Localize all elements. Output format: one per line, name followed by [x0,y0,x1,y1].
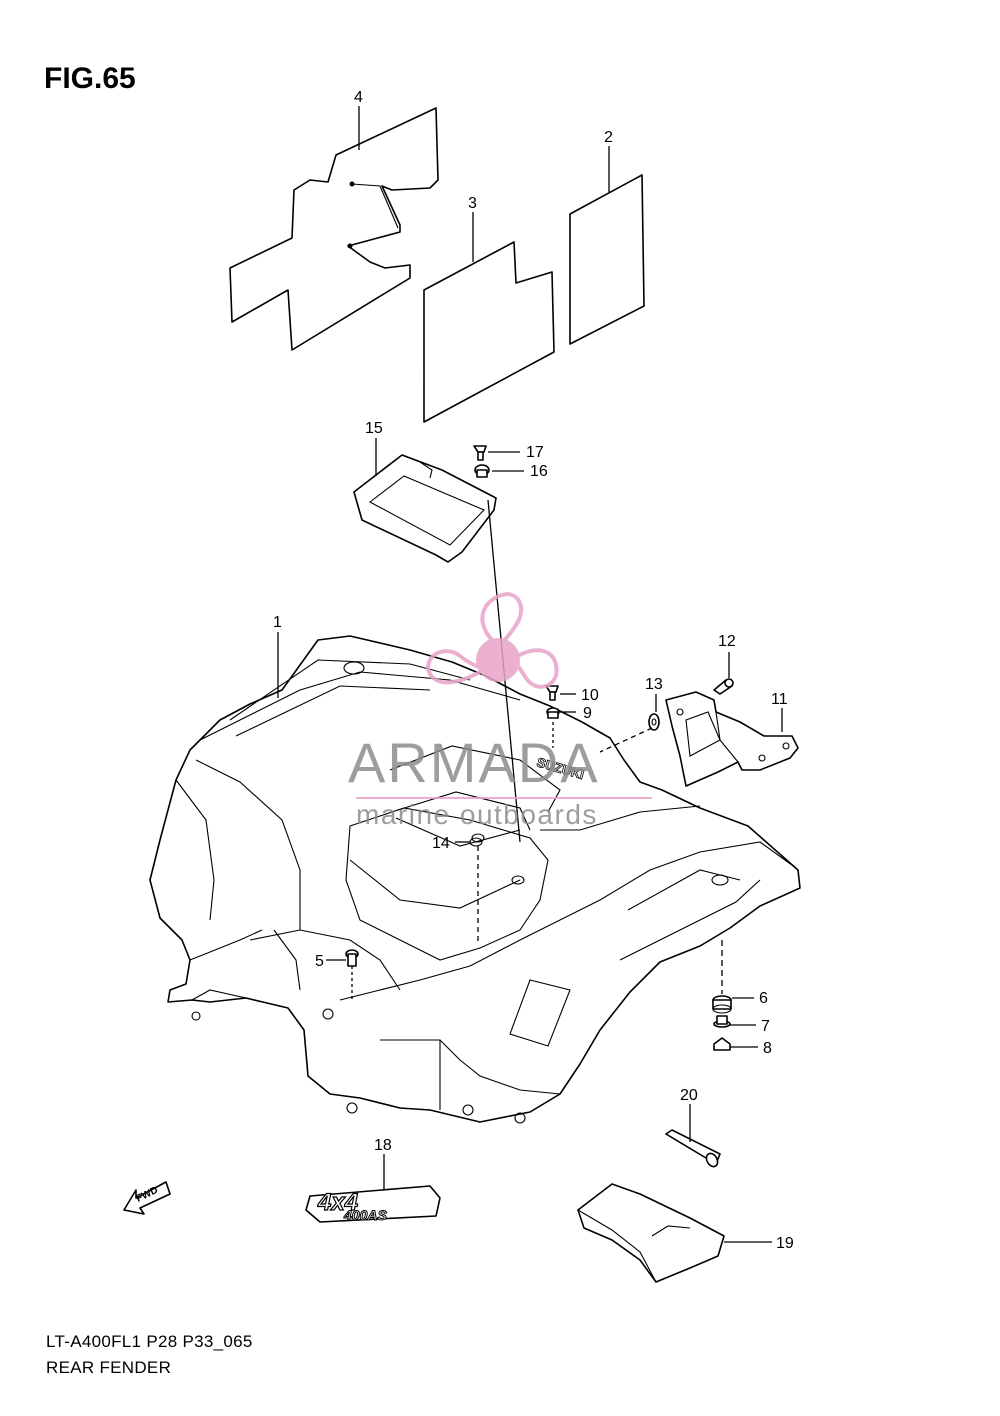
part-7-collar[interactable] [713,1015,731,1028]
part-17-bolt[interactable] [473,445,487,461]
watermark-brand: ARMADA [348,731,600,794]
callout-7: 7 [761,1018,770,1035]
part-9-grommet[interactable] [546,707,560,719]
part-13-washer[interactable] [648,713,660,731]
fwd-arrow-marker: FWD [123,1181,171,1215]
part-6-cushion[interactable] [712,995,732,1014]
propeller-logo-icon [425,591,559,689]
callout-15: 15 [365,420,383,437]
callout-11: 11 [771,691,788,708]
callout-18: 18 [374,1137,392,1154]
part-10-bolt[interactable] [545,685,559,701]
part-3-decal[interactable] [423,241,555,423]
callout-8: 8 [763,1040,772,1057]
callout-14: 14 [432,835,450,852]
callout-9: 9 [583,705,592,722]
section-name: REAR FENDER [46,1358,172,1377]
watermark-tagline: marine outboards [356,799,598,830]
decal-4x4-text: 4x4 [317,1189,358,1216]
callout-16: 16 [530,463,548,480]
part-18-decal-4x4[interactable]: 4x4 400AS [305,1185,441,1224]
callout-2: 2 [604,129,613,146]
part-16-grommet[interactable] [474,464,490,478]
callout-12: 12 [718,633,736,650]
decal-400as-text: 400AS [343,1207,387,1223]
callout-17: 17 [526,444,544,461]
callout-6: 6 [759,990,768,1007]
part-11-bracket[interactable] [665,691,799,787]
callout-13: 13 [645,676,663,693]
part-12-screw[interactable] [713,678,734,695]
callout-10: 10 [581,687,599,704]
callout-20: 20 [680,1087,698,1104]
figure-title: FIG.65 [44,62,136,95]
callout-3: 3 [468,195,477,212]
part-20-tube[interactable] [665,1129,721,1169]
part-15-storage-tray[interactable] [353,454,497,563]
model-code: LT-A400FL1 P28 P33_065 [46,1332,253,1351]
callout-1: 1 [273,614,282,631]
part-4-decal-sheet[interactable] [229,107,439,351]
part-2-decal[interactable] [569,174,645,345]
callout-5: 5 [315,953,324,970]
part-8-bolt[interactable] [713,1037,731,1051]
part-5-bolt[interactable] [345,949,359,967]
callout-19: 19 [776,1235,794,1252]
callout-4: 4 [354,89,363,106]
part-19-guard[interactable] [577,1183,725,1283]
callout-labels: 4 2 3 15 17 16 1 12 13 11 10 9 14 5 6 7 … [273,89,794,1252]
armada-watermark: ARMADA marine outboards [348,591,652,830]
